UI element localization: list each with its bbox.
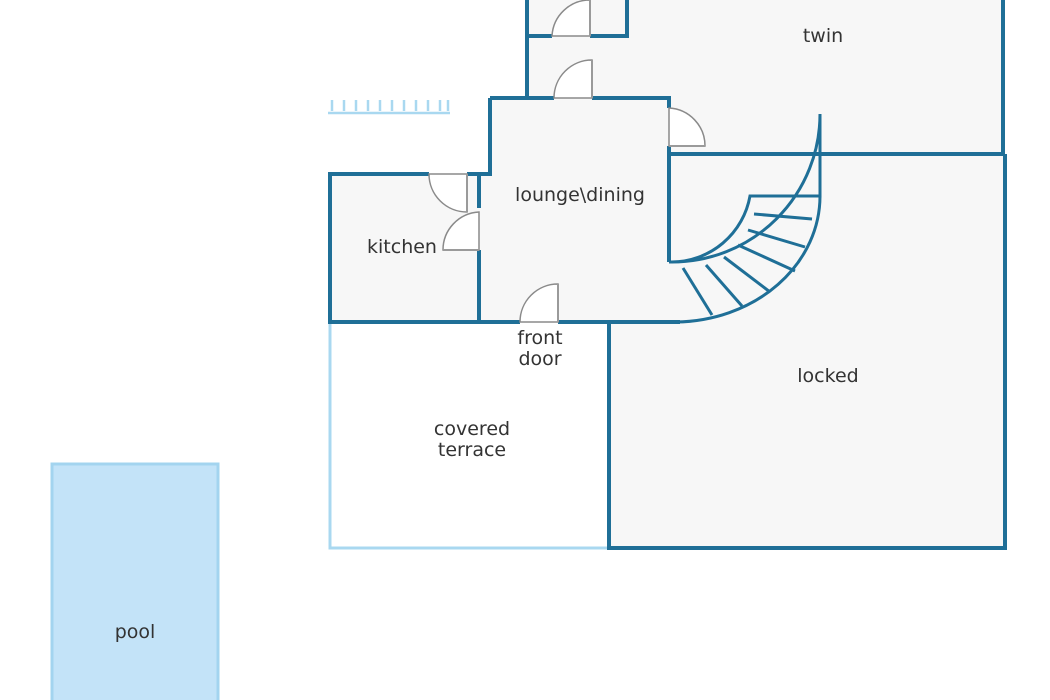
room-label-kitchen: kitchen — [367, 236, 437, 258]
door-kitchen-lounge[interactable] — [442, 211, 480, 251]
door-front[interactable] — [519, 283, 559, 323]
room-label-covered-terrace-1: covered — [434, 418, 510, 440]
room-label-lounge-dining: lounge\dining — [515, 184, 645, 206]
door-lounge-hall[interactable] — [668, 107, 706, 147]
covered-terrace-outline — [328, 322, 609, 550]
room-label-twin: twin — [803, 25, 843, 47]
spiral-staircase-icon — [669, 113, 822, 324]
room-fills — [330, 0, 1004, 548]
walls — [328, 0, 1007, 550]
door-twin-lounge[interactable] — [553, 59, 593, 99]
room-label-pool: pool — [115, 621, 156, 643]
railing-icon — [328, 100, 450, 115]
room-label-front-door-1: front — [517, 327, 562, 349]
room-label-front-door-2: door — [518, 348, 561, 370]
door-kitchen-top[interactable] — [428, 173, 468, 213]
pool — [50, 462, 220, 700]
room-label-locked: locked — [797, 365, 858, 387]
door-closet[interactable] — [551, 0, 591, 37]
room-label-covered-terrace-2: terrace — [438, 439, 506, 461]
